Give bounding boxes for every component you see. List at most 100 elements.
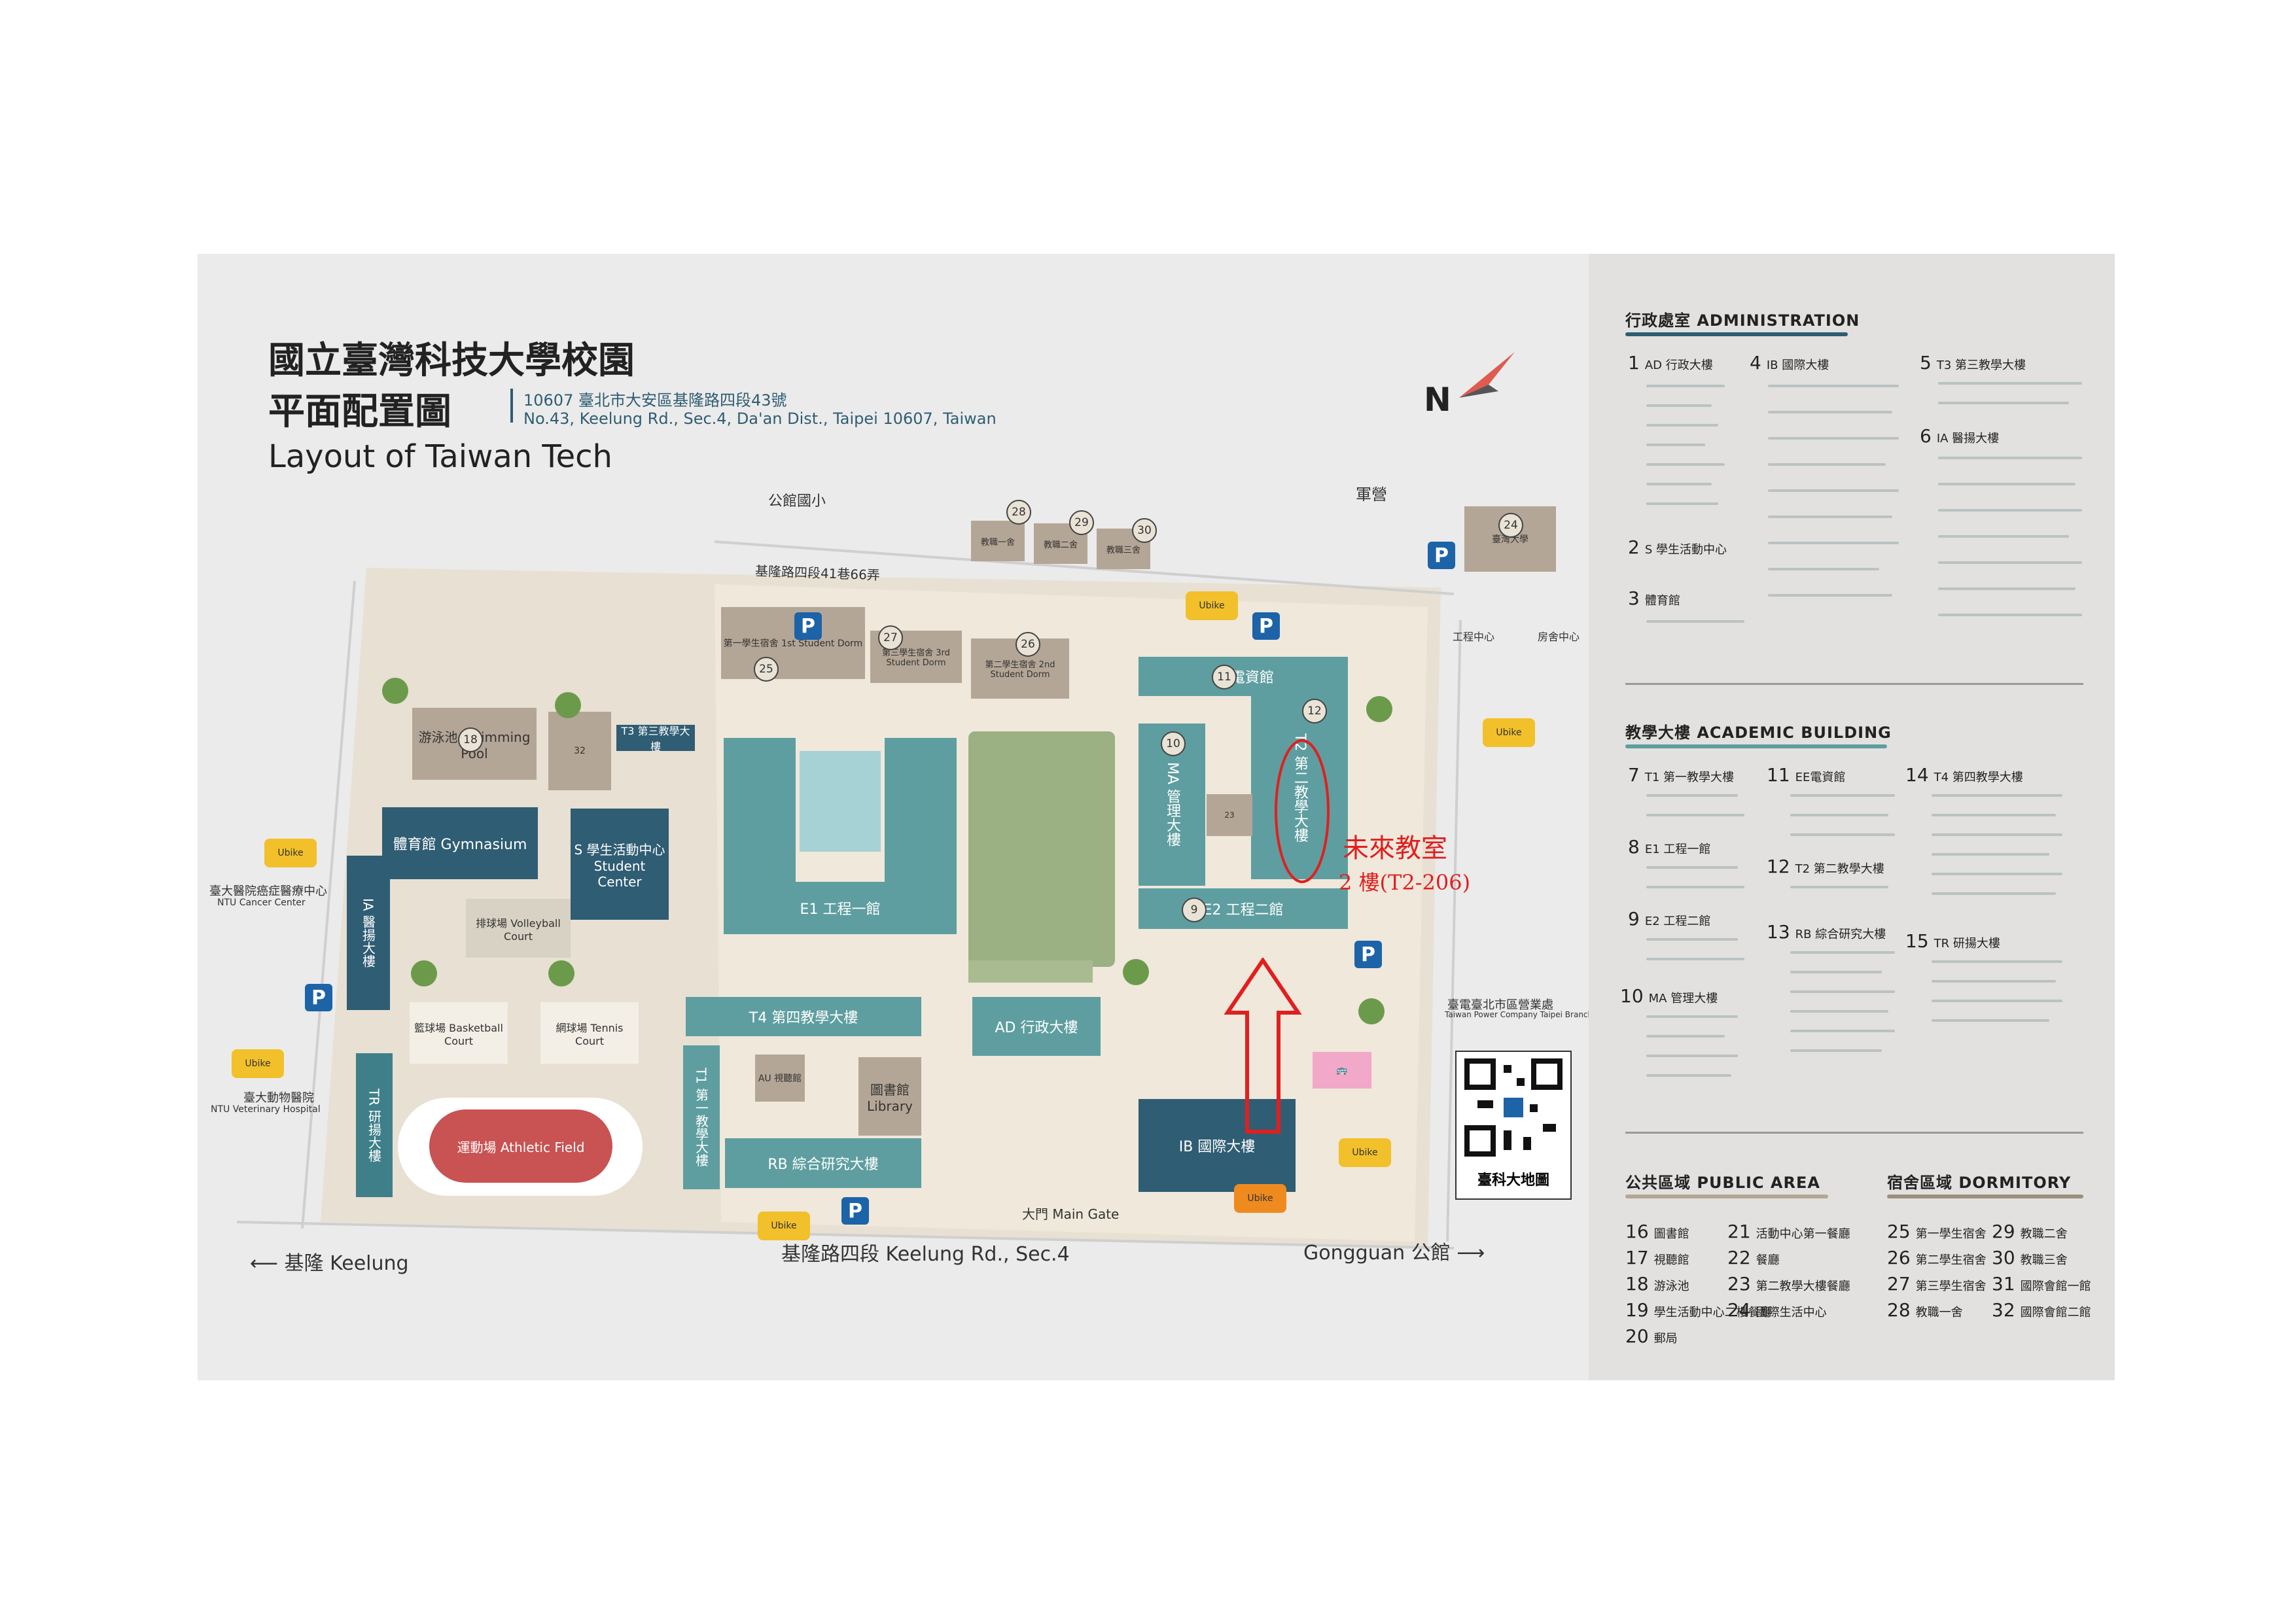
tree-icon	[548, 960, 574, 986]
label-road: 基隆路四段 Keelung Rd., Sec.4	[781, 1243, 1070, 1266]
label-gongren: 工程中心	[1453, 631, 1495, 643]
legend-admin-header: 行政處室 ADMINISTRATION	[1625, 311, 1860, 330]
parking-icon: P	[841, 1197, 869, 1225]
legend-admin-bar	[1625, 332, 1848, 336]
bus-stop: 🚌	[1313, 1052, 1371, 1089]
parking-icon: P	[794, 612, 822, 640]
label-ntu-cancer: 臺大醫院癌症醫療中心	[209, 884, 327, 898]
label-taipower-en: Taiwan Power Company Taipei Branch	[1445, 1010, 1593, 1019]
label-keelung: ⟵ 基隆 Keelung	[250, 1252, 409, 1275]
tree-icon	[382, 678, 408, 704]
building-e1: E1 工程一館	[724, 882, 957, 934]
north-label: N	[1424, 381, 1451, 419]
legend-public-bar	[1625, 1195, 1828, 1198]
label-main-gate: 大門 Main Gate	[1022, 1206, 1120, 1222]
building-t2: T2 第二教學大樓	[1251, 696, 1348, 879]
legend-dorm-header: 宿舍區域 DORMITORY	[1887, 1174, 2072, 1192]
marker-30: 30	[1132, 518, 1157, 543]
building-student-center: S 學生活動中心 Student Center	[571, 809, 669, 920]
tree-icon	[1358, 998, 1385, 1024]
title-en: Layout of Taiwan Tech	[268, 438, 612, 475]
building-rb: RB 綜合研究大樓	[725, 1138, 921, 1188]
building-gym: 體育館 Gymnasium	[382, 807, 538, 879]
legend-public-header: 公共區域 PUBLIC AREA	[1625, 1174, 1820, 1192]
building-ee: EE電資館	[1139, 657, 1348, 696]
qr-code-icon	[1464, 1058, 1563, 1157]
marker-27: 27	[878, 625, 903, 650]
building-ia: IA 醫揚大樓	[347, 856, 390, 1010]
building-e2: E2 工程二館	[1139, 888, 1348, 929]
building-ib: IB 國際大樓	[1139, 1099, 1296, 1192]
building-t3: T3 第三教學大樓	[616, 725, 695, 753]
qr-code-card[interactable]: 臺科大地圖	[1455, 1051, 1572, 1200]
building-t1: T1 第一教學大樓	[683, 1045, 720, 1189]
bike-station-icon: Ubike	[1234, 1184, 1286, 1213]
bike-station-icon: Ubike	[1186, 591, 1238, 620]
marker-18: 18	[458, 727, 483, 752]
red-arrow-icon	[1224, 958, 1302, 1134]
arrow-right-icon: ⟶	[1450, 1242, 1485, 1265]
building-t4: T4 第四教學大樓	[686, 997, 921, 1036]
building-au: AU 視聽館	[755, 1055, 805, 1102]
parking-icon: P	[1252, 612, 1280, 640]
pond	[800, 751, 881, 852]
marker-25: 25	[754, 657, 779, 682]
qr-caption: 臺科大地圖	[1477, 1172, 1549, 1189]
marker-11: 11	[1212, 665, 1237, 689]
legend-academic-header: 教學大樓 ACADEMIC BUILDING	[1625, 724, 1892, 742]
court-volleyball: 排球場 Volleyball Court	[466, 899, 571, 958]
bike-station-icon: Ubike	[758, 1212, 810, 1240]
bike-station-icon: Ubike	[232, 1049, 284, 1078]
faculty-dorm-1: 教職一舍	[971, 521, 1025, 561]
marker-28: 28	[1006, 500, 1031, 525]
marker-10: 10	[1161, 731, 1186, 756]
label-gongguan-elementary: 公館國小	[768, 493, 826, 510]
address-cn: 10607 臺北市大安區基隆路四段43號	[523, 391, 787, 410]
building-dorm1: 第一學生宿舍 1st Student Dorm	[721, 607, 865, 679]
marker-9: 9	[1182, 898, 1207, 922]
tree-icon	[555, 692, 581, 718]
label-ntu-vet-en: NTU Veterinary Hospital	[211, 1104, 321, 1115]
address-en: No.43, Keelung Rd., Sec.4, Da'an Dist., …	[523, 410, 997, 428]
label-shelter: 房舍中心	[1538, 631, 1580, 643]
title-divider	[510, 389, 513, 423]
map-area: 國立臺灣科技大學校園 平面配置圖 10607 臺北市大安區基隆路四段43號 No…	[198, 254, 1593, 1380]
label-ntu-cancer-en: NTU Cancer Center	[217, 898, 306, 908]
marker-12: 12	[1302, 699, 1327, 724]
court-tennis: 網球場 Tennis Court	[540, 1002, 639, 1064]
building-library: 圖書館 Library	[858, 1057, 921, 1136]
label-taipower: 臺電臺北市區營業處	[1447, 998, 1553, 1012]
building-23: 23	[1207, 794, 1252, 836]
marker-24: 24	[1498, 513, 1523, 538]
campus-map-poster: 國立臺灣科技大學校園 平面配置圖 10607 臺北市大安區基隆路四段43號 No…	[198, 254, 2115, 1380]
building-tr: TR 研揚大樓	[356, 1053, 393, 1197]
annotation-floor: 2 樓(T2-206)	[1339, 870, 1471, 895]
title-cn-line1: 國立臺灣科技大學校園	[268, 340, 635, 382]
bike-station-icon: Ubike	[1483, 718, 1535, 747]
building-32: 32	[548, 712, 611, 790]
label-gongguan: Gongguan 公館 ⟶	[1303, 1242, 1485, 1265]
